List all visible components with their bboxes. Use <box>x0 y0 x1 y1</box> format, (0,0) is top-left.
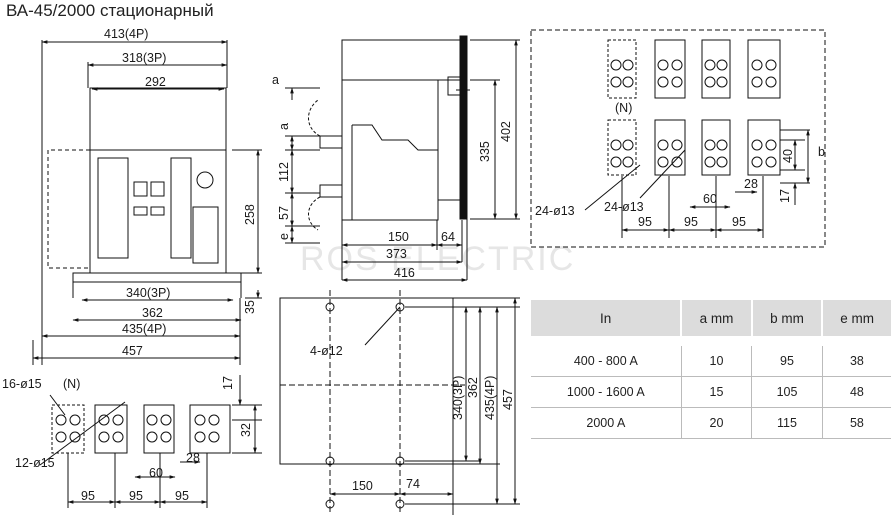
front-view <box>32 40 262 365</box>
dim-label: 402 <box>499 121 513 142</box>
table-cell: 2000 A <box>531 407 682 439</box>
dim-label: 60 <box>149 466 163 480</box>
table-header-row: In a mm b mm e mm <box>531 300 891 336</box>
dim-label: 150 <box>352 479 373 493</box>
dim-label: 32 <box>239 423 253 437</box>
dim-label: 335 <box>478 141 492 162</box>
hole-label: 4-ø12 <box>310 344 343 358</box>
dim-label: 435(4P) <box>483 376 497 420</box>
table-row: 400 - 800 A 10 95 38 <box>531 346 891 377</box>
dim-label: 112 <box>277 162 291 182</box>
mounting-view-labels: 4-ø12 340(3P) 362 435(4P) 457 150 74 <box>310 344 515 493</box>
table-cell: 38 <box>822 346 891 377</box>
dim-label: 258 <box>243 204 257 225</box>
table-cell: 1000 - 1600 A <box>531 376 682 408</box>
dim-label: b <box>818 145 825 159</box>
table-cell: 15 <box>681 376 753 408</box>
dim-label: 28 <box>744 177 758 191</box>
table-row: 1000 - 1600 A 15 105 48 <box>531 376 891 408</box>
dim-label: 318(3P) <box>122 51 166 65</box>
dim-label: 362 <box>466 377 480 398</box>
side-view-dims: a a 112 57 e 150 64 373 416 335 402 <box>272 73 513 280</box>
dim-label: 60 <box>703 192 717 206</box>
dim-label: 416 <box>394 266 415 280</box>
dim-label: 292 <box>145 75 166 89</box>
hole-label: 12-ø15 <box>15 456 55 470</box>
dim-label: 74 <box>406 477 420 491</box>
hole-label: 24-ø13 <box>535 204 575 218</box>
dim-label: 340(3P) <box>126 286 170 300</box>
terminal-detail-top-labels: (N) 24-ø13 24-ø13 95 95 95 60 28 40 b 17 <box>535 101 825 229</box>
dim-label: 17 <box>778 189 792 203</box>
terminal-detail-bottom <box>39 375 262 508</box>
neutral-label: (N) <box>615 101 632 115</box>
table-cell: 105 <box>751 376 823 408</box>
hole-label: 16-ø15 <box>2 377 42 391</box>
neutral-label: (N) <box>63 377 80 391</box>
page-title: ВА-45/2000 стационарный <box>6 1 214 20</box>
header-b: b mm <box>751 300 824 336</box>
header-a: a mm <box>681 300 753 336</box>
side-view <box>285 35 520 282</box>
dim-label: 457 <box>501 389 515 410</box>
dim-label: 95 <box>175 489 189 503</box>
watermark: ROS ELECTRIC <box>300 240 575 278</box>
dim-label: 373 <box>386 247 407 261</box>
dim-label: e <box>277 233 291 240</box>
terminal-detail-bottom-labels: 16-ø15 (N) 12-ø15 17 32 28 60 95 95 95 <box>2 376 253 503</box>
spec-table: In a mm b mm e mm 400 - 800 A 10 95 38 1… <box>531 300 891 439</box>
table-cell: 10 <box>681 346 753 377</box>
table-cell: 20 <box>681 407 753 439</box>
dim-label: 57 <box>277 206 291 220</box>
dim-label: 95 <box>638 215 652 229</box>
dim-label: 435(4P) <box>122 322 166 336</box>
front-view-dims: 413(4P) 318(3P) 292 258 340(3P) 362 435(… <box>104 27 257 358</box>
dim-label: 95 <box>732 215 746 229</box>
dim-label: 150 <box>388 230 409 244</box>
dim-label: 28 <box>186 451 200 465</box>
dim-label: 413(4P) <box>104 27 148 41</box>
header-in: In <box>531 300 683 336</box>
dim-label: 40 <box>781 149 795 163</box>
dim-label: 95 <box>81 489 95 503</box>
dim-label: 95 <box>684 215 698 229</box>
table-row: 2000 A 20 115 58 <box>531 407 891 439</box>
table-cell: 48 <box>822 376 891 408</box>
mounting-view <box>279 290 520 515</box>
hole-label: 24-ø13 <box>604 200 644 214</box>
dim-label: a <box>272 73 279 87</box>
terminal-detail-top <box>530 29 826 248</box>
table-cell: 58 <box>822 407 891 439</box>
dim-label: 17 <box>221 376 235 390</box>
dim-label: 35 <box>243 300 257 314</box>
dim-label: 457 <box>122 344 143 358</box>
dim-label: 64 <box>441 230 455 244</box>
table-cell: 115 <box>751 407 823 439</box>
dim-label: 362 <box>142 306 163 320</box>
dim-label: a <box>277 123 291 130</box>
header-e: e mm <box>822 300 891 336</box>
table-cell: 95 <box>751 346 823 377</box>
dim-label: 95 <box>129 489 143 503</box>
dim-label: 340(3P) <box>451 376 465 420</box>
table-cell: 400 - 800 A <box>531 346 682 377</box>
